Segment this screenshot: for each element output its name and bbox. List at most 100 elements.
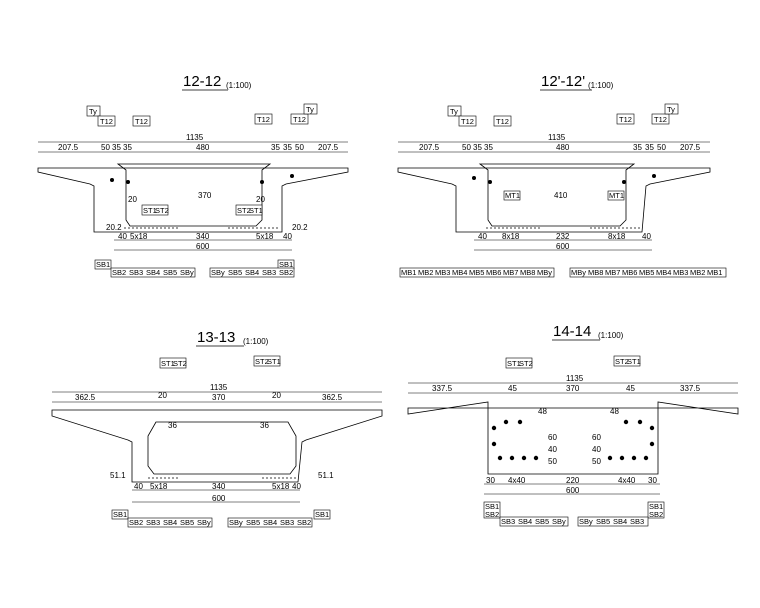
web-tag [607, 190, 625, 201]
bar-tag-label: SB1 [113, 510, 127, 519]
bar-tag-row-right [569, 267, 727, 278]
tendon-tag [616, 113, 635, 125]
bar-tag-label: SB5 [228, 268, 242, 277]
bar-tag-row-left: SB2 SB3 SB4 SB5 SBy [127, 517, 213, 528]
dim-label: 207.5 [680, 143, 701, 152]
girder-cell [116, 163, 272, 227]
bar-tag-label: SBy [229, 518, 243, 527]
side-dim: 20.2 [106, 223, 122, 232]
dim-label: 35 [473, 143, 482, 152]
bottom-total: 600 [566, 486, 580, 495]
dim-label: 5x18 [256, 232, 274, 241]
bar-tag-label: SB1 [96, 260, 110, 269]
bar-tag-label: SB1 [649, 502, 663, 511]
tendon-tag [664, 103, 679, 115]
section-12p-12p: 12'-12' (1:100) Ty T12 T12 T12 T12 Ty 11… [397, 73, 727, 278]
bar-tag [94, 259, 112, 270]
tendon-dot [643, 455, 649, 461]
bar-tag-label: MB1 [707, 268, 722, 277]
section-title: 12'-12' [541, 73, 585, 90]
bar-tag-label: SB5 [180, 518, 194, 527]
total-width: 1135 [548, 133, 566, 142]
tendon-tag [458, 115, 477, 127]
tendon-row [110, 174, 294, 184]
vert-dim: 60 [592, 433, 601, 442]
bar-tag-label: SB4 [245, 268, 259, 277]
web-tag-label: ST1 [161, 359, 175, 368]
dim-label: 207.5 [419, 143, 440, 152]
bar-tag-label: SB2 [297, 518, 311, 527]
tendon-dot [126, 180, 130, 184]
section-scale: (1:100) [243, 337, 269, 346]
bar-tag-label: SB3 [262, 268, 276, 277]
bar-tag-row-right: SBy SB5 SB4 SB3 SB2 [227, 517, 313, 528]
dim-label: 362.5 [322, 393, 343, 402]
bar-tag [111, 509, 129, 520]
tendon-dot [631, 455, 637, 461]
bottom-total: 600 [556, 242, 570, 251]
dim-label: 5x18 [130, 232, 148, 241]
web-tag-label: ST1 [267, 357, 281, 366]
bar-tag-row [110, 267, 196, 278]
tendon-dot [290, 174, 294, 178]
tendon-dot [637, 419, 643, 425]
girder-outline [397, 167, 711, 233]
side-dim: 51.1 [318, 471, 334, 480]
bar-tag-label: SB1 [315, 510, 329, 519]
dim-label: 35 [112, 143, 121, 152]
web-tag [503, 190, 521, 201]
dim-label: 220 [566, 476, 580, 485]
tendon-dot [472, 176, 476, 180]
bar-tag-label: MB4 [656, 268, 671, 277]
tendon-tag-label: Ty [89, 107, 97, 116]
haunch-dim: 48 [538, 407, 547, 416]
web-tag-label: ST1 [143, 206, 157, 215]
haunch-dim: 36 [168, 421, 177, 430]
dim-label: 30 [648, 476, 657, 485]
dim-label: 40 [642, 232, 651, 241]
dim-label: 207.5 [58, 143, 79, 152]
dim-label: 30 [486, 476, 495, 485]
bar-tag-label: SB3 [630, 517, 644, 526]
dim-label: 232 [556, 232, 570, 241]
dim-label: 370 [212, 393, 226, 402]
tendon-tag [254, 113, 273, 125]
bar-tag-row [127, 517, 213, 528]
tendon-tag-label: T12 [100, 117, 113, 126]
dim-label: 35 [484, 143, 493, 152]
bar-tag-label: SBy [197, 518, 211, 527]
tendon-dot [623, 419, 629, 425]
web-tag [141, 204, 169, 216]
girder-cell [147, 421, 297, 475]
dim-label: 4x40 [618, 476, 636, 485]
inner-dim: 370 [198, 191, 212, 200]
section-13-13: 13-13 (1:100) ST1 ST2 ST2 ST1 1135 362.5… [51, 329, 383, 528]
tendon-dot [517, 419, 523, 425]
bar-tag-label: SB2 [485, 510, 499, 519]
bar-tag-label: SB4 [613, 517, 627, 526]
tendon-tag [97, 115, 116, 127]
bar-tag-label: SB4 [263, 518, 277, 527]
bar-tag-label: MBy [537, 268, 552, 277]
tendon-dot [110, 178, 114, 182]
web-tag [159, 357, 187, 369]
web-tag [253, 355, 281, 367]
dim-label: 50 [462, 143, 471, 152]
tendon-tag-label: T12 [461, 117, 474, 126]
dim-label: 8x18 [502, 232, 520, 241]
dim-label: 480 [196, 143, 210, 152]
total-width: 1135 [186, 133, 204, 142]
tendon-dot [622, 180, 626, 184]
bar-tag-label: SB2 [279, 268, 293, 277]
tendon-tag-label: T12 [654, 115, 667, 124]
bar-tag-label: SBy [180, 268, 194, 277]
tendon-dot [649, 425, 655, 431]
tendon-tag [447, 105, 462, 117]
web-tag-label: ST2 [237, 206, 251, 215]
section-12-12: 12-12 (1:100) Ty T12 T12 T12 T12 Ty 1135… [37, 73, 349, 278]
vert-dim: 50 [592, 457, 601, 466]
web-tag-label: ST1 [627, 357, 641, 366]
section-14-14: 14-14 (1:100) ST1 ST2 ST2 ST1 1135 337.5… [407, 323, 739, 527]
bar-tag-label: MB7 [503, 268, 518, 277]
web-tag [505, 357, 533, 369]
